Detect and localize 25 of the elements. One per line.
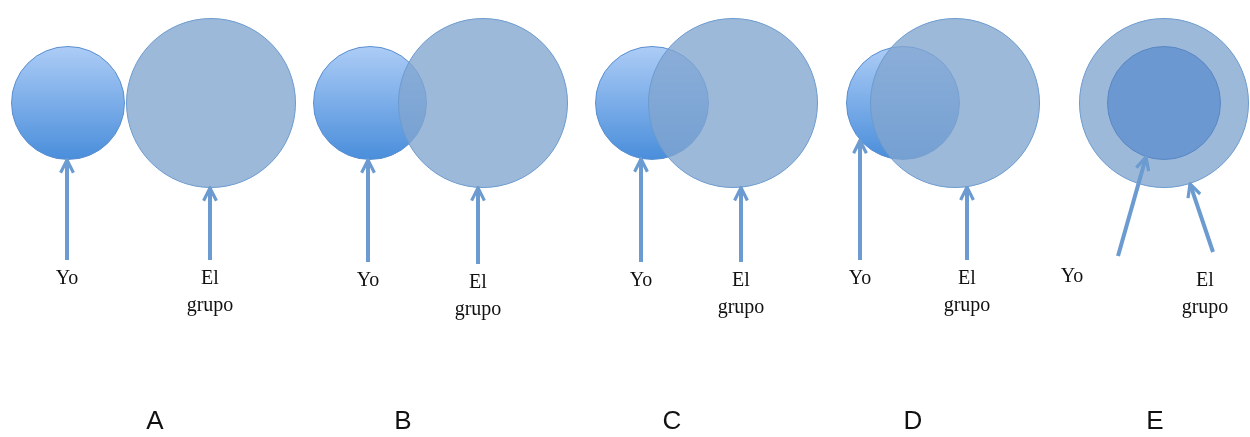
- panel-letter: B: [394, 405, 412, 436]
- panel-letter: A: [146, 405, 164, 436]
- node-label: Yo: [1052, 262, 1092, 289]
- node-label: Yo: [621, 266, 661, 293]
- node-label: Yo: [348, 266, 388, 293]
- arrow: [633, 157, 649, 262]
- node-label: Yo: [47, 264, 87, 291]
- node-label: El grupo: [711, 266, 771, 320]
- arrow: [360, 158, 376, 262]
- node-label: El grupo: [448, 268, 508, 322]
- node-label: El grupo: [1175, 266, 1235, 320]
- panel-letter: D: [903, 405, 923, 436]
- panel-letter: E: [1146, 405, 1164, 436]
- arrow: [1116, 155, 1151, 257]
- node-label: El grupo: [937, 264, 997, 318]
- arrow: [852, 138, 868, 260]
- arrow: [59, 158, 75, 260]
- arrow: [1186, 182, 1215, 253]
- arrow: [959, 185, 975, 260]
- node-label: El grupo: [180, 264, 240, 318]
- arrow: [470, 186, 486, 264]
- panel-letter: C: [662, 405, 682, 436]
- arrow: [733, 186, 749, 262]
- node-label: Yo: [840, 264, 880, 291]
- arrow: [202, 186, 218, 260]
